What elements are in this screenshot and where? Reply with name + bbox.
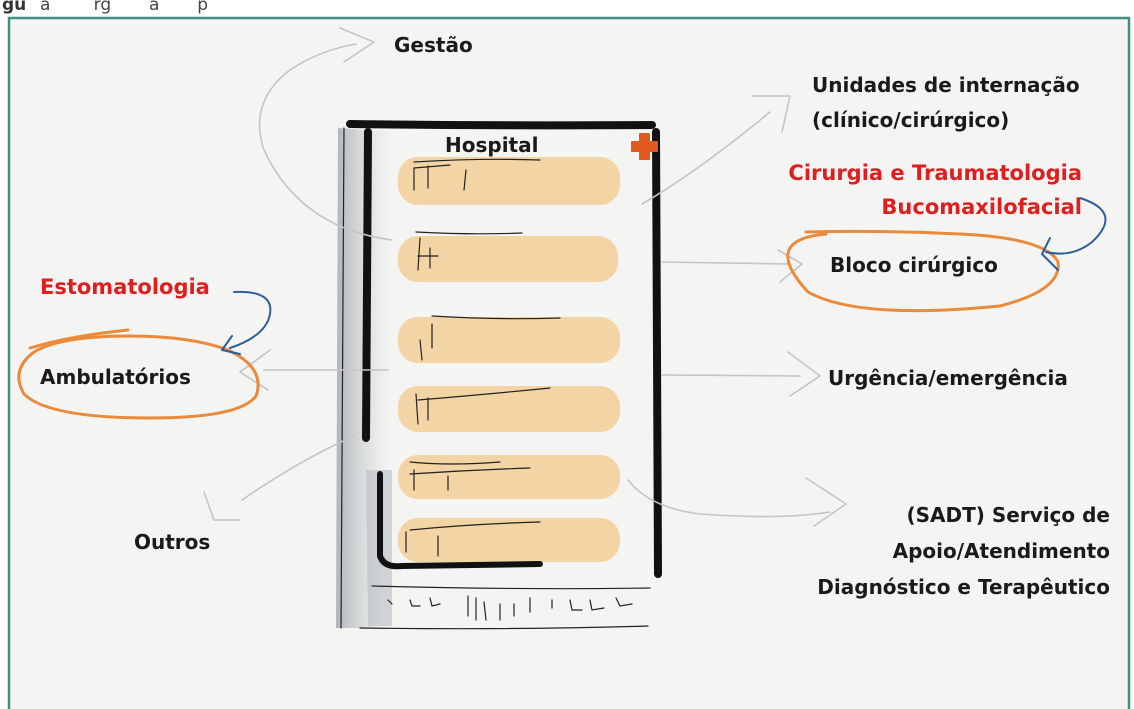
left-inner-wall-stroke <box>366 132 368 438</box>
floor-band-6 <box>398 518 620 562</box>
label-bloco: Bloco cirúrgico <box>830 253 998 277</box>
annotation-cirurgia-2: Bucomaxilofacial <box>881 195 1082 219</box>
floor-band-1 <box>398 157 620 205</box>
floor-band-3 <box>398 317 620 363</box>
annotation-cirurgia-1: Cirurgia e Traumatologia <box>788 161 1082 185</box>
hospital-label: Hospital <box>445 133 538 157</box>
label-ambulatorios: Ambulatórios <box>40 365 191 389</box>
caption-prefix: gu <box>2 0 26 15</box>
label-sadt-1: (SADT) Serviço de <box>906 503 1110 527</box>
annotation-estomatologia: Estomatologia <box>40 275 210 299</box>
right-wall-stroke <box>656 132 658 574</box>
label-sadt-3: Diagnóstico e Terapêutico <box>817 575 1110 599</box>
caption-text: a rg ã p <box>40 0 278 15</box>
label-sadt-2: Apoio/Atendimento <box>893 539 1110 563</box>
figure-caption: gu a rg ã p <box>2 0 278 15</box>
label-outros: Outros <box>134 530 210 554</box>
label-unidades-1: Unidades de internação <box>812 73 1080 97</box>
roof-stroke <box>350 124 652 125</box>
label-urgencia: Urgência/emergência <box>828 366 1068 390</box>
floor-band-5 <box>398 455 620 499</box>
label-unidades-2: (clínico/cirúrgico) <box>812 108 1009 132</box>
floor-band-4 <box>398 386 620 432</box>
label-gestao: Gestão <box>394 33 473 57</box>
arrow-urgencia <box>662 375 800 376</box>
floor-band-2 <box>398 236 618 282</box>
